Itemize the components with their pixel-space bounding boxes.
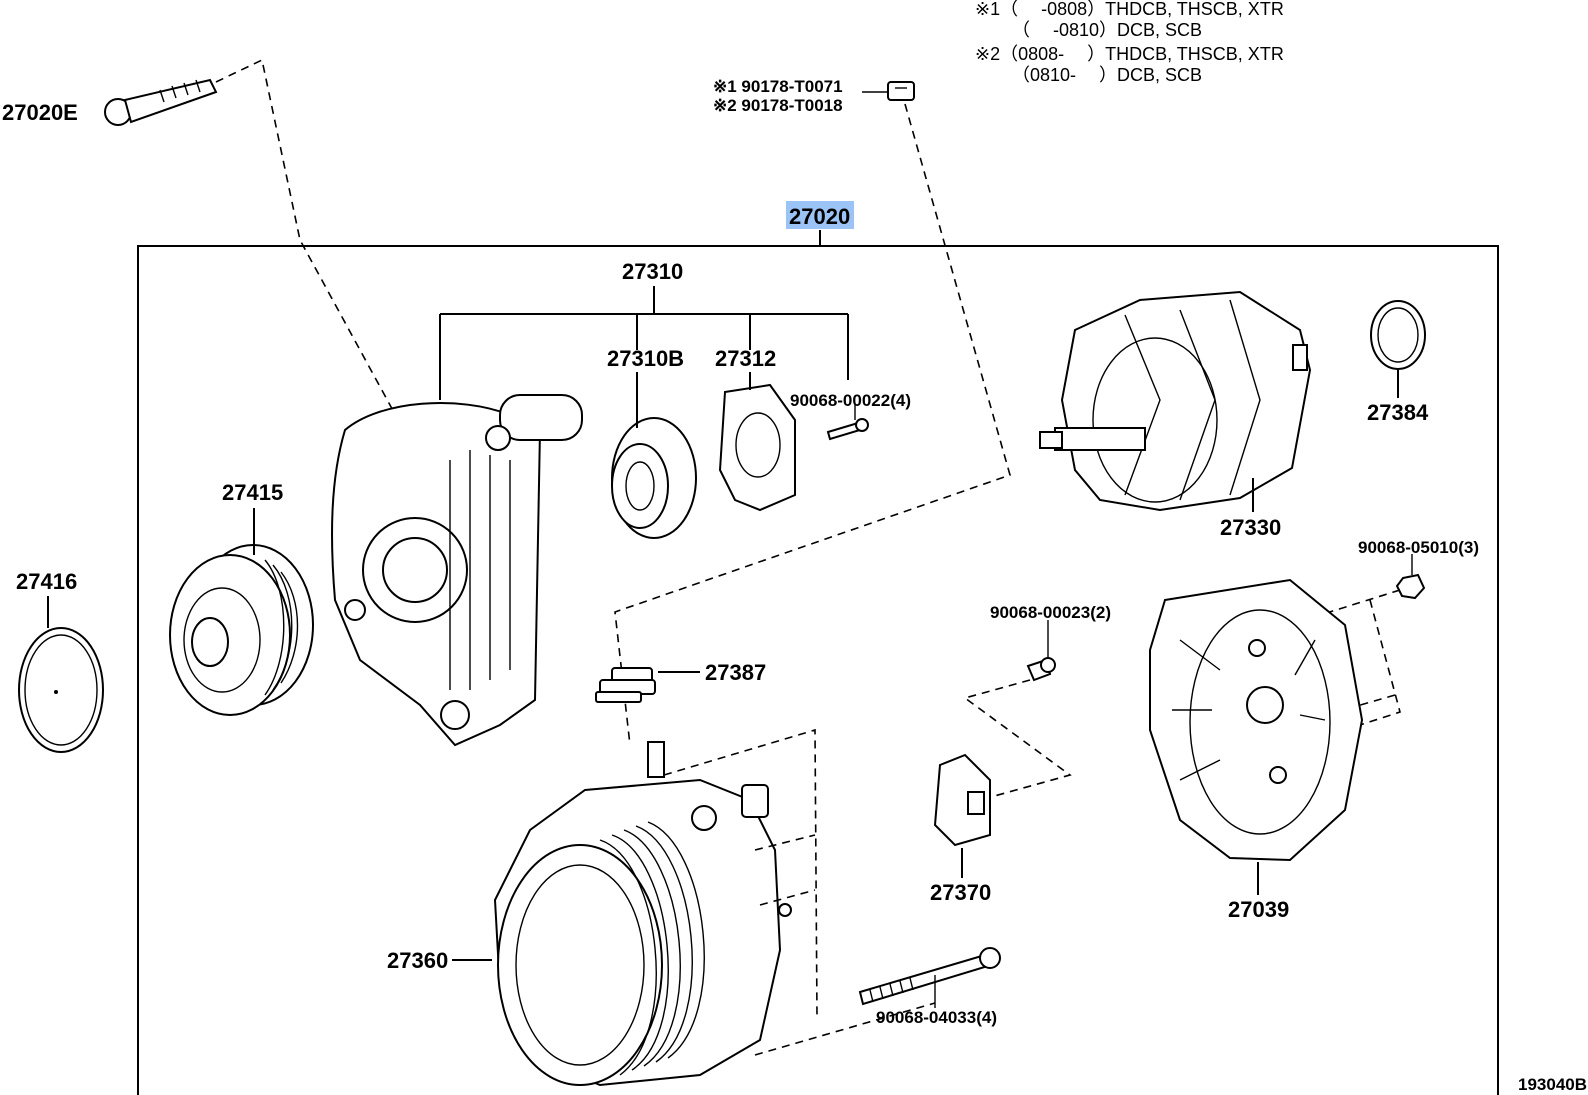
nut-90178[interactable] bbox=[887, 81, 915, 101]
ring-27384[interactable] bbox=[1370, 300, 1426, 370]
dash-line-stator bbox=[663, 728, 936, 1056]
label-27330[interactable]: 27330 bbox=[1220, 515, 1281, 540]
label-27415[interactable]: 27415 bbox=[222, 480, 283, 505]
insulator-27387[interactable] bbox=[595, 667, 656, 703]
dash-line-bolt bbox=[215, 58, 421, 461]
nut-90068-05010[interactable] bbox=[1395, 573, 1426, 600]
label-27416[interactable]: 27416 bbox=[16, 569, 77, 594]
bolt-27020E[interactable] bbox=[104, 78, 218, 126]
label-90068-04033[interactable]: 90068-04033(4) bbox=[876, 1008, 997, 1027]
dash-line-05010 bbox=[1319, 589, 1401, 726]
label-90068-05010[interactable]: 90068-05010(3) bbox=[1358, 538, 1479, 557]
brush-holder-27370[interactable] bbox=[933, 753, 991, 847]
label-27039[interactable]: 27039 bbox=[1228, 897, 1289, 922]
label-27360[interactable]: 27360 bbox=[387, 948, 448, 973]
cap-27416[interactable] bbox=[18, 627, 104, 753]
dash-line-00023 bbox=[963, 679, 1072, 801]
retainer-plate-27312[interactable] bbox=[718, 383, 796, 512]
note-1a: ※1（ -0808）THDCB, THSCB, XTR bbox=[975, 0, 1284, 19]
through-bolt-90068-04033[interactable] bbox=[858, 947, 1001, 1006]
label-27370[interactable]: 27370 bbox=[930, 880, 991, 905]
rotor-27330[interactable] bbox=[1039, 290, 1312, 512]
rear-cover-27039[interactable] bbox=[1149, 578, 1364, 862]
label-90178-b[interactable]: ※2 90178-T0018 bbox=[713, 96, 843, 115]
label-27387[interactable]: 27387 bbox=[705, 660, 766, 685]
note-2a: ※2（0808- ）THDCB, THSCB, XTR bbox=[975, 44, 1284, 64]
bracket-27310 bbox=[439, 286, 849, 400]
applicability-notes: ※1（ -0808）THDCB, THSCB, XTR （ -0810）DCB,… bbox=[975, 0, 1284, 85]
figure-id: 193040B bbox=[1518, 1075, 1587, 1094]
bearing-27310B[interactable] bbox=[611, 417, 697, 539]
label-27384[interactable]: 27384 bbox=[1367, 400, 1429, 425]
bolt-90068-00023[interactable] bbox=[1026, 657, 1056, 682]
label-27312[interactable]: 27312 bbox=[715, 346, 776, 371]
label-27020[interactable]: 27020 bbox=[789, 204, 850, 229]
label-90068-00023[interactable]: 90068-00023(2) bbox=[990, 603, 1111, 622]
drive-end-frame[interactable] bbox=[331, 394, 583, 747]
label-27020E[interactable]: 27020E bbox=[2, 100, 78, 125]
screw-90068-00022[interactable] bbox=[826, 418, 869, 441]
stator-27360[interactable] bbox=[493, 741, 792, 1087]
note-2b: （0810- ）DCB, SCB bbox=[1012, 65, 1202, 85]
note-1b: （ -0810）DCB, SCB bbox=[1012, 20, 1202, 40]
label-27310B[interactable]: 27310B bbox=[607, 346, 684, 371]
label-90178-a[interactable]: ※1 90178-T0071 bbox=[713, 77, 843, 96]
label-27310[interactable]: 27310 bbox=[622, 259, 683, 284]
assembly-frame bbox=[137, 245, 1499, 1095]
label-90068-00022[interactable]: 90068-00022(4) bbox=[790, 391, 911, 410]
pulley-27415[interactable] bbox=[169, 544, 314, 716]
label-27020-highlight bbox=[786, 201, 854, 229]
